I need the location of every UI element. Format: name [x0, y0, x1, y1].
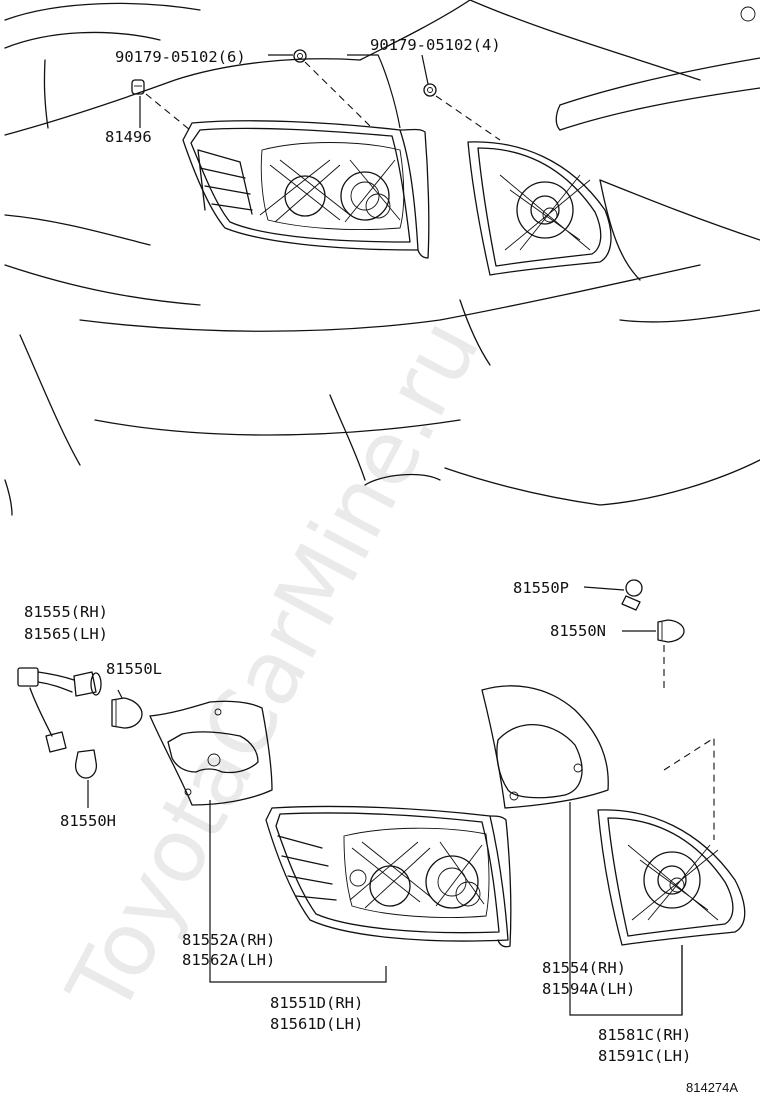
lamp-assembly-outer — [265, 805, 512, 948]
bulb-l-icon — [111, 697, 143, 729]
lamp-assembly-inner — [597, 809, 746, 946]
bulb-h-icon — [74, 749, 98, 779]
label-bulb-l: 81550L — [106, 660, 162, 678]
gasket-outer — [149, 700, 273, 806]
label-socket-rh: 81555(RH) — [24, 603, 108, 621]
socket-and-wire — [17, 667, 102, 753]
screw-icon-a — [293, 49, 307, 63]
label-screw-b: 90179-05102(4) — [370, 36, 501, 54]
label-lamp-rh: 81551D(RH) — [270, 994, 363, 1012]
bulb-n-icon — [657, 619, 685, 643]
label-clip: 81496 — [105, 128, 152, 146]
label-gasket-lh: 81562A(LH) — [182, 951, 275, 969]
upper-tail-lamp-inner — [467, 141, 612, 276]
screw-icon-b — [423, 83, 437, 97]
label-bulb-n: 81550N — [550, 622, 606, 640]
label-lamp-lh: 81561D(LH) — [270, 1015, 363, 1033]
label-inner-gasket-lh: 81594A(LH) — [542, 980, 635, 998]
label-gasket-rh: 81552A(RH) — [182, 931, 275, 949]
bulb-p-icon — [621, 579, 643, 611]
upper-tail-lamp-outer — [182, 120, 430, 259]
clip-icon — [131, 79, 145, 95]
label-inner-lamp-rh: 81581C(RH) — [598, 1026, 691, 1044]
drawing-code: 814274A — [686, 1080, 738, 1095]
label-inner-lamp-lh: 81591C(LH) — [598, 1047, 691, 1065]
label-bulb-h: 81550H — [60, 812, 116, 830]
label-screw-a: 90179-05102(6) — [115, 48, 246, 66]
label-socket-lh: 81565(LH) — [24, 625, 108, 643]
gasket-inner — [481, 685, 609, 809]
vehicle-body-drawing — [4, 0, 760, 516]
label-bulb-p: 81550P — [513, 579, 569, 597]
label-inner-gasket-rh: 81554(RH) — [542, 959, 626, 977]
